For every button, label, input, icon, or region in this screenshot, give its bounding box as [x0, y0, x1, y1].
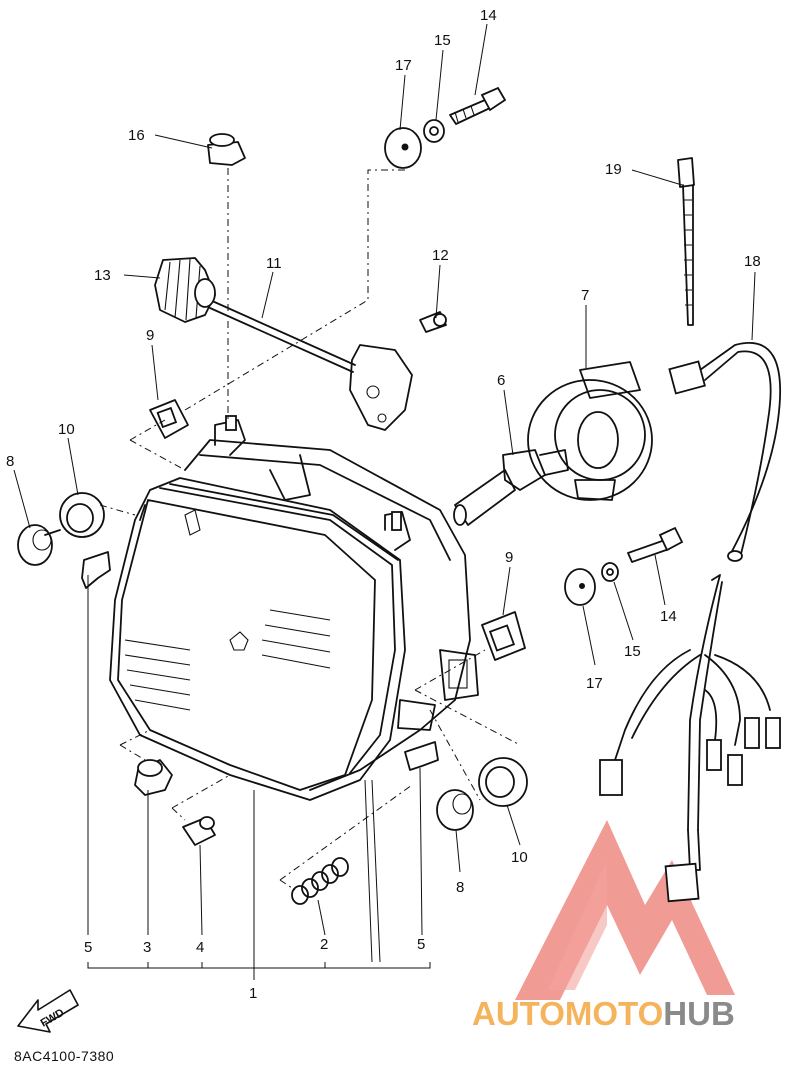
callout-2: 2 [320, 936, 328, 953]
callout-17-top: 17 [395, 57, 412, 74]
callout-6: 6 [497, 372, 505, 389]
clip-5-left [81, 551, 111, 589]
watermark-part2: HUB [663, 995, 735, 1032]
callout-8-right: 8 [456, 879, 464, 896]
headlight-unit [109, 415, 479, 801]
adjuster-assembly [154, 257, 413, 431]
washer-15-top [423, 119, 445, 143]
callout-10-right: 10 [511, 849, 528, 866]
callout-4: 4 [196, 939, 204, 956]
washer-17-top [384, 127, 422, 169]
watermark-part1: AUTOMOTO [472, 995, 663, 1032]
callout-5-left: 5 [84, 939, 92, 956]
bulb-6 [453, 449, 569, 526]
fwd-arrow: FWD [17, 989, 79, 1033]
callout-19: 19 [605, 161, 622, 178]
assembly-lines [99, 168, 521, 891]
washer-17-right [564, 568, 596, 606]
callout-17-right: 17 [586, 675, 603, 692]
callout-3: 3 [143, 939, 151, 956]
bolt-14-top [449, 86, 507, 125]
retainer-9-left [149, 399, 189, 439]
callout-9-right: 9 [505, 549, 513, 566]
washer-15-right [601, 562, 619, 582]
bolt-8-right [436, 789, 474, 831]
callout-11: 11 [266, 255, 282, 272]
svg-text:AUTOMOTOHUB: AUTOMOTOHUB [472, 995, 735, 1032]
callout-18: 18 [744, 253, 761, 270]
callout-15-right: 15 [624, 643, 641, 660]
adjuster-knob [154, 257, 216, 323]
clip-5-right [404, 741, 439, 771]
bolt-8-left [17, 524, 61, 566]
callout-5-right: 5 [417, 936, 425, 953]
diagram-code: 8AC4100-7380 [14, 1048, 115, 1064]
watermark-text: AUTOMOTOHUB [472, 995, 735, 1032]
bulb-4 [182, 816, 216, 846]
cable-tie-19 [677, 157, 695, 326]
callout-8-left: 8 [6, 453, 14, 470]
callout-12: 12 [432, 247, 449, 264]
callouts: 14 15 17 16 13 11 12 19 18 7 6 9 10 8 9 … [6, 7, 761, 1002]
retainer-9-right [481, 611, 526, 661]
grommet-16 [207, 133, 246, 166]
callout-10-left: 10 [58, 421, 75, 438]
callout-7: 7 [581, 287, 589, 304]
spring-2 [291, 857, 349, 905]
callout-16: 16 [128, 127, 145, 144]
callout-13: 13 [94, 267, 111, 284]
grommet-10-left [59, 492, 105, 538]
callout-14-right: 14 [660, 608, 677, 625]
callout-9-left: 9 [146, 327, 154, 344]
leader-lines [13, 23, 756, 980]
callout-14-top: 14 [480, 7, 497, 24]
grommet-10-right [478, 757, 528, 807]
sub-lead-18 [668, 342, 782, 562]
bolt-14-right [627, 526, 684, 563]
callout-15-top: 15 [434, 32, 451, 49]
socket-3 [134, 759, 173, 796]
screw-12 [419, 311, 447, 333]
socket-cover-7 [527, 361, 653, 501]
callout-1: 1 [249, 985, 257, 1002]
watermark-logo [515, 820, 735, 1000]
headlight-harness [599, 574, 781, 903]
